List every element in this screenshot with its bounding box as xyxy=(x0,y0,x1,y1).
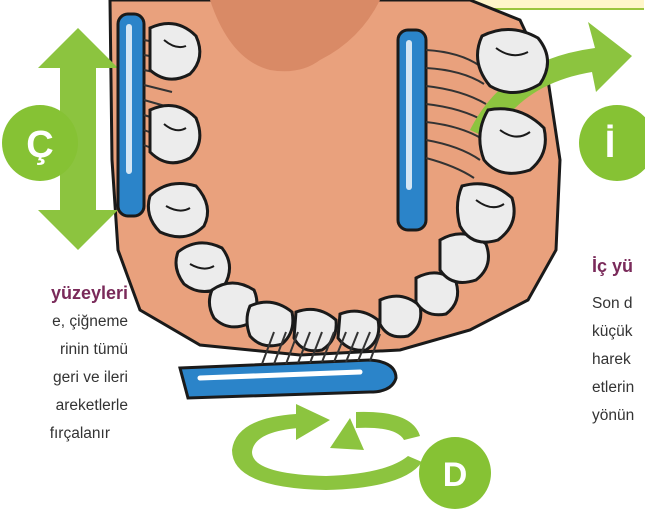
left-line: e, çiğneme xyxy=(0,308,128,336)
badge-right-label: İ xyxy=(605,124,616,166)
left-line: fırçalanır xyxy=(0,420,128,448)
right-line: etlerin xyxy=(592,374,645,402)
badge-left-label: Ç xyxy=(26,124,53,166)
left-panel-body: e, çiğneme rinin tümü geri ve ileri arek… xyxy=(0,308,128,448)
left-line: rinin tümü xyxy=(0,336,128,364)
right-panel-title: İç yü xyxy=(592,256,645,277)
right-line: harek xyxy=(592,346,645,374)
right-line: Son d xyxy=(592,290,645,318)
left-panel-title: yüzeyleri xyxy=(0,283,128,304)
right-line: yönün xyxy=(592,402,645,430)
left-line: areketlerle xyxy=(0,392,128,420)
left-line: geri ve ileri xyxy=(0,364,128,392)
badge-bottom-label: D xyxy=(443,456,468,494)
right-panel-body: Son d küçük harek etlerin yönün xyxy=(592,290,645,430)
right-line: küçük xyxy=(592,318,645,346)
circular-arrow xyxy=(232,404,422,490)
